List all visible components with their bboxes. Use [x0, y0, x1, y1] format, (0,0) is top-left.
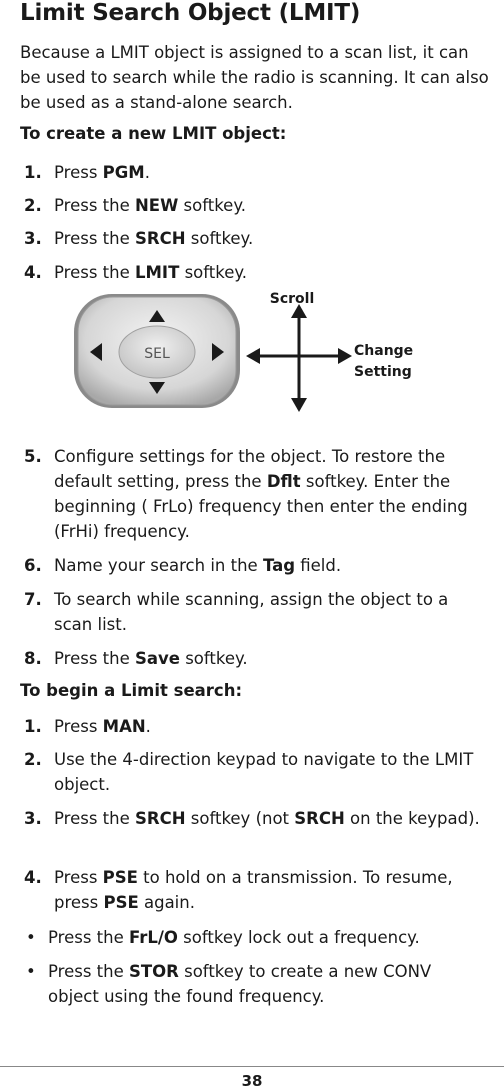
right-arrow-icon [212, 343, 224, 361]
setting-label: Setting [354, 364, 412, 380]
scroll-label: Scroll [270, 291, 315, 307]
create-heading: To create a new LMIT object: [20, 124, 287, 143]
keypad-diagram: SEL Scroll Change Setting [74, 291, 413, 412]
up-arrow-icon [149, 310, 165, 322]
sel-button [118, 325, 196, 379]
left-arrow-icon [90, 343, 102, 361]
down-arrow-icon [149, 382, 165, 394]
footer-divider [0, 1066, 504, 1067]
direction-keypad: SEL [74, 294, 240, 408]
intro-paragraph: Because a LMIT object is assigned to a s… [20, 43, 489, 112]
direction-cross-icon [246, 304, 352, 412]
page-title: Limit Search Object (LMIT) [20, 0, 361, 26]
page-number: 38 [241, 1072, 263, 1090]
sel-label: SEL [144, 346, 170, 362]
begin-heading: To begin a Limit search: [20, 681, 243, 700]
change-label: Change [354, 343, 413, 359]
